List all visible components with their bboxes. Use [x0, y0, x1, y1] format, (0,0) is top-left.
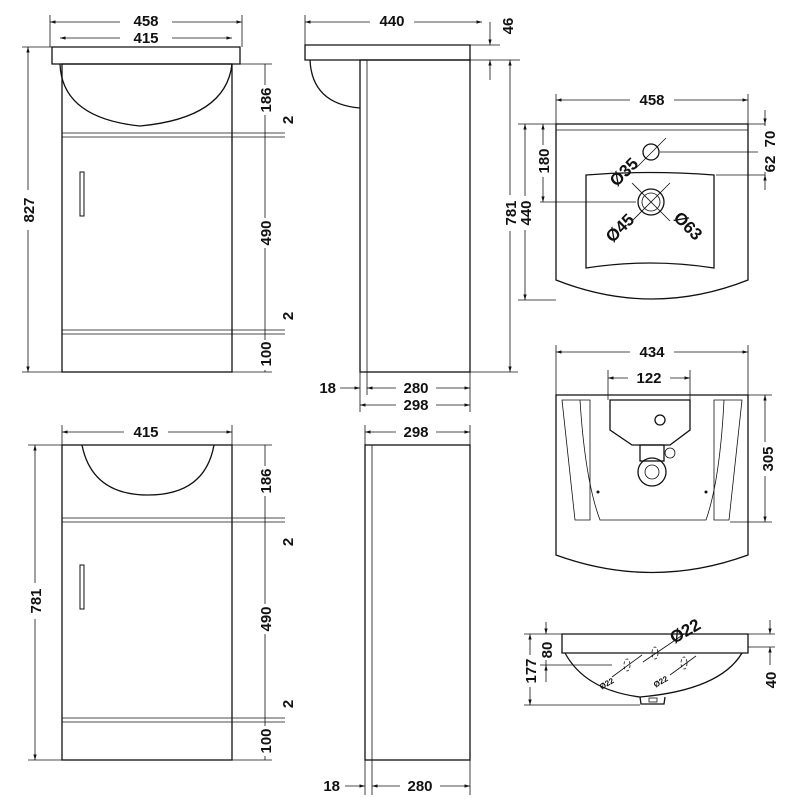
- dim-unit-basin-height: 186: [258, 468, 275, 493]
- dim-cabinet-depth: 298: [403, 397, 428, 414]
- dim-side-door-thickness: 18: [323, 778, 340, 795]
- dim-height-total: 827: [21, 197, 38, 222]
- cabinet-body: [61, 63, 233, 373]
- dim-unit-door-height: 490: [258, 606, 275, 631]
- cabinet-side: [359, 59, 471, 373]
- dim-width-total: 458: [133, 13, 158, 30]
- dim-width-basin: 415: [133, 30, 158, 47]
- dim-basin-depth: 440: [518, 200, 535, 225]
- door-handle: [79, 564, 85, 610]
- basin-curve-side: [309, 59, 361, 109]
- dim-plinth-height: 100: [258, 341, 275, 366]
- label-hole-large: Ø22: [667, 615, 704, 648]
- label-hole-small-2: Ø22: [652, 674, 670, 690]
- waste-trap: [637, 457, 667, 487]
- basin-rim-side: [561, 633, 749, 654]
- side-view-unit: 298 18 280: [323, 424, 471, 795]
- dim-basin-height: 186: [258, 87, 275, 112]
- door-handle: [79, 171, 85, 217]
- dim-height-cabinet: 781: [503, 200, 520, 225]
- basin-underside: [555, 394, 749, 574]
- basin-top-view: Ø35 Ø45 Ø63 458 440 180 70 62: [517, 92, 780, 301]
- bowl-outline: [585, 171, 715, 269]
- dim-gap-bottom: 2: [280, 312, 297, 320]
- waste-outlet: [637, 188, 665, 216]
- front-view-unit: 415 781 186 2 490 2 100: [27, 424, 297, 761]
- dim-door-height: 490: [258, 220, 275, 245]
- dim-unit-gap-top: 2: [280, 538, 297, 546]
- dim-depth-total: 440: [379, 13, 404, 30]
- basin-back-view: 434 122 305: [555, 344, 777, 574]
- label-waste-inner: Ø45: [602, 210, 638, 246]
- dim-basin-side-height: 177: [523, 658, 540, 683]
- dim-gap-top: 2: [280, 116, 297, 124]
- tap-hole: [642, 143, 660, 161]
- basin-top: [51, 46, 241, 65]
- dim-back-depth: 305: [760, 446, 777, 471]
- cabinet-side-unit: [364, 444, 471, 761]
- basin-bowl-side: [564, 652, 743, 698]
- dim-side-carcass-depth: 280: [407, 778, 432, 795]
- basin-lip-side: [304, 44, 471, 61]
- dim-door-thickness: 18: [319, 380, 336, 397]
- basin-outline-top: [555, 123, 749, 300]
- dim-unit-gap-bottom: 2: [280, 700, 297, 708]
- basin-cutout: [81, 444, 215, 496]
- basin-bowl: [59, 63, 233, 127]
- dim-waste-offset: 180: [536, 148, 553, 173]
- dim-basin-rim-height: 80: [539, 642, 556, 659]
- cabinet-front: [61, 444, 233, 761]
- dim-unit-plinth-height: 100: [258, 728, 275, 753]
- dim-carcass-depth: 280: [403, 380, 428, 397]
- dim-unit-height: 781: [28, 588, 45, 613]
- dim-back-width: 434: [639, 344, 665, 361]
- side-view-full: 440 46 781 18 280 298: [304, 12, 520, 414]
- label-tap-hole: Ø35: [606, 154, 642, 190]
- basin-side-view: Ø22 Ø22 Ø22 177 80 40: [522, 615, 780, 706]
- dim-side-depth: 298: [403, 424, 428, 441]
- label-waste-outer: Ø63: [670, 208, 706, 244]
- dim-fixing-spacing: 122: [636, 370, 661, 387]
- dim-tap-offset: 70: [762, 131, 779, 148]
- dim-overflow-height: 40: [763, 672, 780, 689]
- dim-basin-lip: 46: [500, 18, 517, 35]
- dim-bowl-offset: 62: [762, 156, 779, 173]
- dim-basin-width: 458: [639, 92, 664, 109]
- front-view-full: 458 415 827 186 2 490 2 100: [20, 12, 297, 373]
- dim-unit-width: 415: [133, 424, 158, 441]
